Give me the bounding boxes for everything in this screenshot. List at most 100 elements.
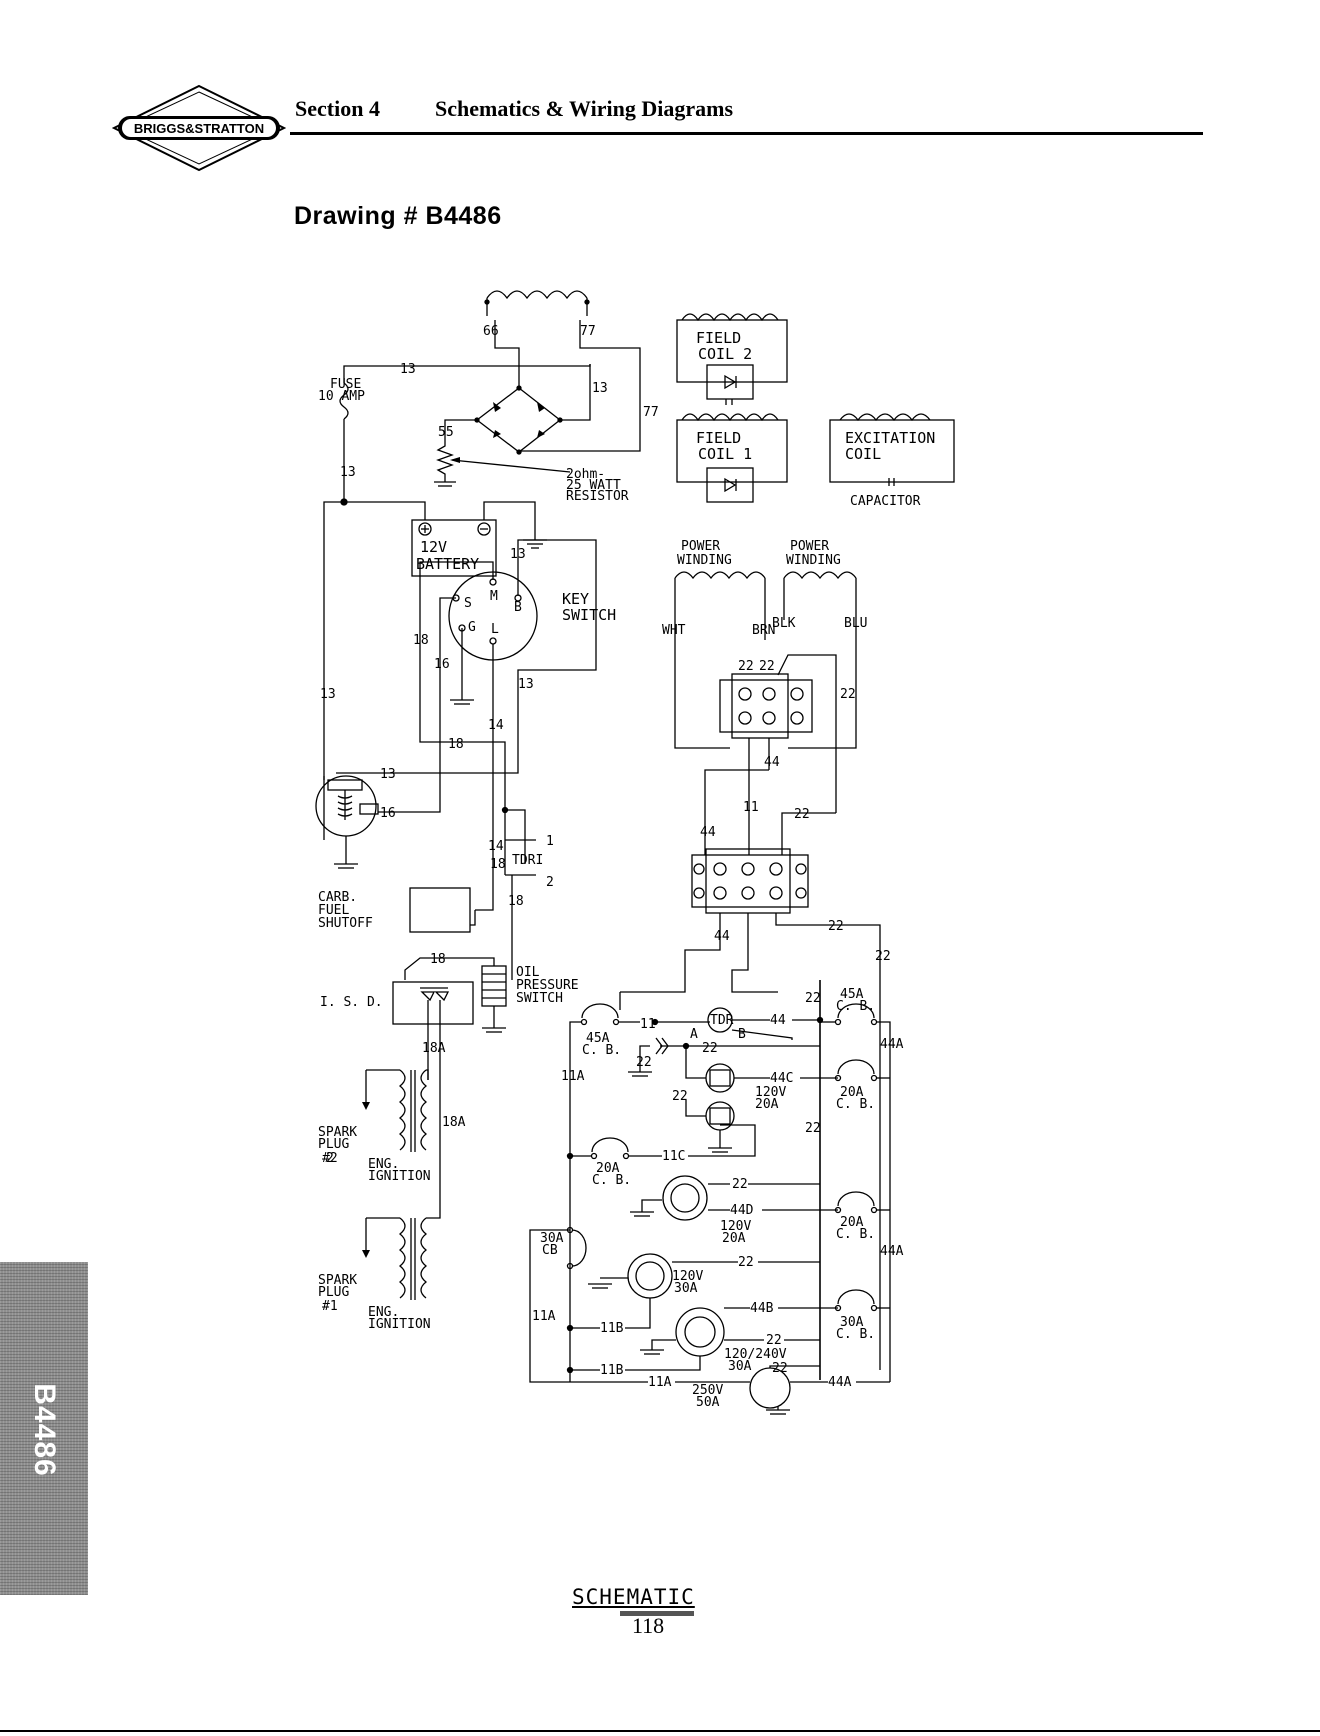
svg-text:IGNITION: IGNITION (368, 1169, 431, 1184)
svg-text:30A: 30A (840, 1315, 864, 1330)
svg-text:120V: 120V (755, 1085, 786, 1100)
svg-text:A: A (690, 1027, 698, 1042)
svg-text:30A: 30A (540, 1231, 564, 1246)
svg-text:FUSE: FUSE (330, 377, 361, 392)
breaker-20a-right-2 (837, 1191, 875, 1207)
svg-text:BLU: BLU (844, 616, 867, 631)
svg-text:FIELD: FIELD (696, 329, 741, 347)
breaker-30a-right (837, 1289, 875, 1305)
svg-text:PLUG: PLUG (318, 1137, 349, 1152)
svg-text:FUEL: FUEL (318, 903, 349, 918)
svg-text:2ohm-: 2ohm- (566, 467, 605, 482)
breaker-20a-right-1 (837, 1059, 875, 1075)
svg-text:SWITCH: SWITCH (562, 606, 616, 624)
side-tab (0, 1262, 88, 1595)
svg-text:SPARK: SPARK (318, 1273, 357, 1288)
logo-text: BRIGGS&STRATTON (134, 121, 264, 136)
svg-text:13: 13 (380, 767, 396, 782)
svg-text:SPARK: SPARK (318, 1125, 357, 1140)
svg-text:22: 22 (828, 919, 844, 934)
svg-text:POWER: POWER (681, 539, 720, 554)
svg-text:120V: 120V (720, 1219, 751, 1234)
svg-text:11A: 11A (532, 1309, 556, 1324)
svg-text:20A: 20A (840, 1085, 864, 1100)
stator-coil (486, 290, 588, 300)
svg-text:B: B (738, 1027, 746, 1042)
breaker-45a-right (837, 1003, 875, 1019)
svg-text:22: 22 (875, 949, 891, 964)
svg-text:18A: 18A (442, 1115, 466, 1130)
svg-text:50A: 50A (696, 1395, 720, 1410)
svg-text:22: 22 (702, 1041, 718, 1056)
svg-text:77: 77 (643, 405, 659, 420)
svg-text:S: S (464, 596, 472, 611)
main-breaker-45a (581, 1003, 619, 1019)
svg-text:11C: 11C (662, 1149, 685, 1164)
svg-text:POWER: POWER (790, 539, 829, 554)
svg-text:WHT: WHT (662, 623, 686, 638)
drawing-prefix: Drawing # (294, 202, 418, 230)
svg-text:FIELD: FIELD (696, 429, 741, 447)
svg-text:22: 22 (738, 1255, 754, 1270)
duplex-receptacle-120v-20a (705, 1063, 735, 1131)
field-coil-1 (676, 419, 788, 483)
svg-text:22: 22 (794, 807, 810, 822)
svg-text:C. B.: C. B. (836, 1097, 875, 1112)
svg-text:11: 11 (743, 800, 759, 815)
svg-text:11B: 11B (600, 1321, 624, 1336)
svg-text:44A: 44A (828, 1375, 852, 1390)
svg-text:20A: 20A (722, 1231, 746, 1246)
svg-text:18: 18 (430, 952, 446, 967)
svg-text:22: 22 (805, 1121, 821, 1136)
drawing-number: B4486 (425, 202, 502, 230)
header-rule (290, 132, 1203, 135)
svg-text:CARB.: CARB. (318, 890, 357, 905)
caption-bar (620, 1611, 694, 1616)
svg-text:OIL: OIL (516, 965, 540, 980)
svg-text:CB: CB (542, 1243, 558, 1258)
svg-text:55: 55 (438, 425, 454, 440)
svg-text:TDRI: TDRI (512, 853, 543, 868)
svg-text:13: 13 (510, 547, 526, 562)
svg-text:COIL 2: COIL 2 (698, 345, 752, 363)
svg-text:#1: #1 (322, 1299, 338, 1314)
svg-text:COIL 1: COIL 1 (698, 445, 752, 463)
svg-text:44: 44 (770, 1013, 786, 1028)
svg-text:18: 18 (413, 633, 429, 648)
svg-text:13: 13 (592, 381, 608, 396)
svg-text:CAPACITOR: CAPACITOR (850, 494, 921, 509)
svg-text:SWITCH: SWITCH (516, 991, 563, 1006)
svg-text:13: 13 (340, 465, 356, 480)
svg-text:B: B (514, 600, 522, 615)
svg-text:C. B.: C. B. (836, 1327, 875, 1342)
svg-text:66: 66 (483, 324, 499, 339)
carb-fuel-shutoff (409, 887, 471, 933)
svg-text:L: L (491, 622, 499, 637)
svg-text:13: 13 (400, 362, 416, 377)
field-coil-2 (676, 319, 788, 383)
svg-text:44B: 44B (750, 1301, 774, 1316)
svg-text:TDR: TDR (710, 1013, 734, 1028)
svg-text:KEY: KEY (562, 590, 589, 608)
svg-text:EXCITATION: EXCITATION (845, 429, 935, 447)
schematic-caption: SCHEMATIC (572, 1585, 695, 1609)
svg-text:BRN: BRN (752, 623, 775, 638)
svg-text:BATTERY: BATTERY (416, 555, 479, 573)
svg-text:44: 44 (764, 755, 780, 770)
svg-text:44: 44 (700, 825, 716, 840)
svg-text:10 AMP: 10 AMP (318, 389, 365, 404)
briggs-stratton-logo: BRIGGS&STRATTON (112, 84, 286, 172)
svg-text:20A: 20A (755, 1097, 779, 1112)
svg-text:22: 22 (766, 1333, 782, 1348)
svg-text:WINDING: WINDING (786, 553, 841, 568)
svg-text:44D: 44D (730, 1203, 754, 1218)
svg-text:25 WATT: 25 WATT (566, 478, 621, 493)
svg-text:44: 44 (714, 929, 730, 944)
power-winding-1 (674, 571, 766, 580)
svg-text:18A: 18A (422, 1041, 446, 1056)
svg-text:12V: 12V (420, 538, 447, 556)
svg-text:20A: 20A (596, 1161, 620, 1176)
svg-text:C. B.: C. B. (836, 999, 875, 1014)
excitation-coil (829, 419, 955, 483)
svg-text:C. B.: C. B. (592, 1173, 631, 1188)
